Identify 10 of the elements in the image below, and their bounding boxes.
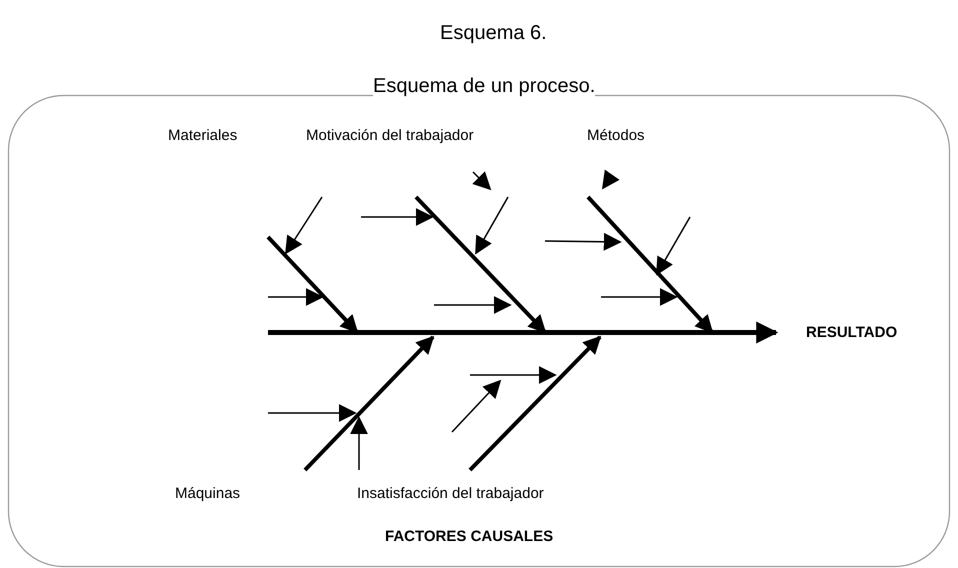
category-label: Insatisfacción del trabajador (357, 485, 544, 502)
spine-arrow (268, 322, 778, 344)
result-label: RESULTADO (806, 324, 898, 341)
category-label: Máquinas (175, 485, 240, 502)
category-label: Materiales (168, 127, 238, 144)
diagram-title: Esquema 6. (440, 22, 547, 45)
diagram-subtitle: Esquema de un proceso. (373, 75, 596, 98)
frame-label: FACTORES CAUSALES (385, 528, 554, 545)
category-label: Métodos (587, 127, 645, 144)
category-label: Motivación del trabajador (306, 127, 474, 144)
